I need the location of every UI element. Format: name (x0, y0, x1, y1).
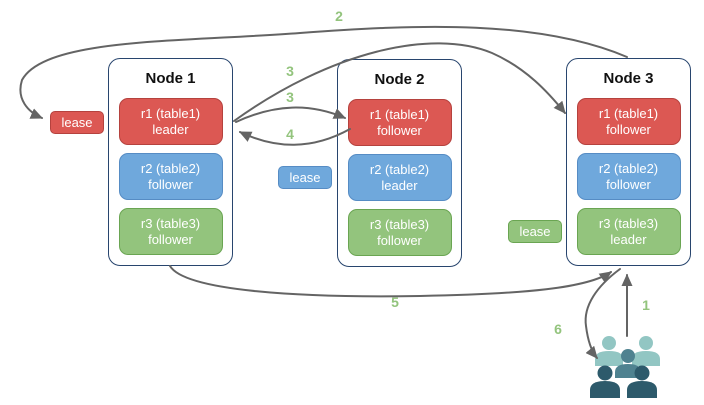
replica-label: r3 (table3) (598, 215, 659, 231)
replica-role: follower (377, 122, 422, 138)
replica-role: follower (148, 176, 193, 192)
replica-role: leader (381, 177, 418, 193)
node-1: Node 1 r1 (table1) leader r2 (table2) fo… (108, 58, 233, 266)
replica-label: r1 (table1) (598, 105, 659, 121)
replica-role: leader (152, 121, 189, 137)
node-1-replica-r3: r3 (table3) follower (118, 208, 223, 255)
lease-badge-r1: lease (50, 111, 104, 134)
replica-label: r2 (table2) (369, 161, 430, 177)
node-1-replica-r2: r2 (table2) follower (118, 153, 223, 200)
step-5-label: 5 (391, 294, 399, 310)
step-5-arrow (169, 265, 612, 298)
node-1-title: Node 1 (145, 70, 196, 87)
node-3: Node 3 r1 (table1) follower r2 (table2) … (566, 58, 691, 266)
replica-role: follower (606, 176, 651, 192)
node-3-replica-r1: r1 (table1) follower (576, 98, 681, 145)
replica-role: follower (148, 231, 193, 247)
replica-role: leader (610, 231, 647, 247)
replica-label: r2 (table2) (598, 160, 659, 176)
replica-label: r1 (table1) (140, 105, 201, 121)
step-3a-label: 3 (286, 63, 294, 79)
node-2-replica-r1: r1 (table1) follower (347, 99, 452, 146)
users-group-icon (590, 336, 660, 398)
replica-label: r3 (table3) (369, 216, 430, 232)
replica-label: r1 (table1) (369, 106, 430, 122)
node-3-replica-r3: r3 (table3) leader (576, 208, 681, 255)
node-2-title: Node 2 (374, 71, 425, 88)
step-2-label: 2 (335, 8, 343, 24)
node-2-replica-r3: r3 (table3) follower (347, 209, 452, 256)
node-3-replica-r2: r2 (table2) follower (576, 153, 681, 200)
step-3b-label: 3 (286, 89, 294, 105)
node-2: Node 2 r1 (table1) follower r2 (table2) … (337, 59, 462, 267)
lease-badge-r2: lease (278, 166, 332, 189)
lease-badge-r3: lease (508, 220, 562, 243)
replica-label: r3 (table3) (140, 215, 201, 231)
step-6-label: 6 (554, 321, 562, 337)
replica-role: follower (606, 121, 651, 137)
step-4-arrow (238, 128, 351, 146)
node-2-replica-r2: r2 (table2) leader (347, 154, 452, 201)
replica-label: r2 (table2) (140, 160, 201, 176)
replica-role: follower (377, 232, 422, 248)
node-1-replica-r1: r1 (table1) leader (118, 98, 223, 145)
step-4-label: 4 (286, 126, 294, 142)
node-3-title: Node 3 (603, 70, 654, 87)
step-1-label: 1 (642, 297, 650, 313)
step-3-arrow-to-node2 (235, 106, 347, 123)
